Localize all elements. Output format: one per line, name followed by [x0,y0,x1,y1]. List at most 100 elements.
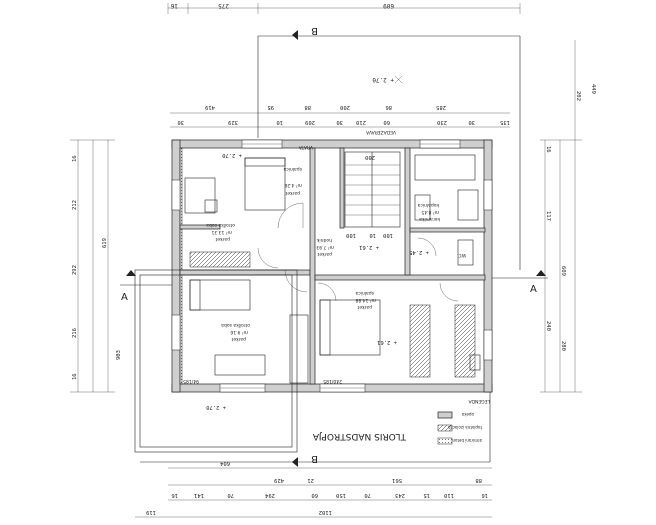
svg-text:216: 216 [72,328,78,338]
svg-text:60: 60 [383,119,390,125]
room2-name: spalnica [283,166,302,172]
svg-text:m² 9.16: m² 9.16 [230,329,248,335]
svg-text:280: 280 [560,341,566,351]
svg-text:parket: parket [317,251,332,257]
left-dimension-lines: 16 212 292 216 16 619 903 [70,139,122,393]
svg-text:209: 209 [305,119,315,125]
svg-text:240: 240 [545,321,551,331]
svg-text:60: 60 [311,492,318,498]
svg-text:30: 30 [468,119,475,125]
section-marker-b-bottom: B [140,392,491,467]
svg-text:100: 100 [346,232,356,238]
svg-text:292: 292 [72,265,78,275]
room4-name: otroška soba [221,322,250,329]
svg-text:609: 609 [560,266,566,276]
svg-text:70: 70 [227,492,234,498]
svg-text:parket: parket [285,190,300,196]
svg-text:212: 212 [72,200,78,210]
top-dims-row1: 30 329 10 209 30 210 60 230 30 135 [177,119,510,125]
top-dim-609: 609 [383,2,394,9]
legend-item-3: armirani beton [452,438,482,443]
svg-text:m² 4.28: m² 4.28 [284,182,302,188]
level-markers: + 2.45 + 2.61 + 2.61 + 2.70 + 2.70 [206,152,429,410]
room1-name: otroška soba [206,222,235,229]
bottom-dims-row2: 604 429 21 561 88 [219,460,482,483]
drawing-title: TLORIS NADSTROPJA [312,431,407,441]
top-dim-16: 16 [170,2,178,9]
svg-text:WC: WC [458,252,466,258]
section-marker-b-top: B + 2.70 [257,25,521,270]
svg-text:m² 7.93: m² 7.93 [316,244,334,250]
svg-text:+ 2.70: + 2.70 [206,404,226,410]
svg-text:150: 150 [336,492,346,498]
svg-text:16: 16 [72,155,78,162]
legend: LEGENDA opeka toplotna izolacija armiran… [437,398,490,445]
svg-text:110: 110 [444,492,454,498]
svg-text:294: 294 [264,492,275,498]
svg-text:16: 16 [481,492,488,498]
section-label-a-right: A [530,284,537,295]
staircase: 200 100 10 100 [344,151,401,238]
furniture [184,154,481,384]
svg-text:117: 117 [545,211,551,221]
svg-text:16: 16 [171,492,178,498]
svg-text:parket: parket [215,236,230,242]
svg-text:30: 30 [336,119,343,125]
svg-text:70: 70 [364,492,371,498]
svg-text:135: 135 [500,119,510,125]
section-label-b: B [311,25,318,36]
svg-text:parket: parket [357,304,372,310]
bottom-dimension-lines [135,467,492,518]
legend-item-1: opeka [461,412,474,417]
svg-text:903: 903 [116,350,122,360]
svg-text:88: 88 [475,477,482,483]
svg-text:+ 2.45: + 2.45 [409,249,429,255]
right-dimension-lines: 16 117 240 609 280 202 449 [540,40,596,393]
svg-text:keramika: keramika [419,216,440,222]
svg-text:21: 21 [307,477,314,483]
svg-text:94/185: 94/185 [183,378,199,384]
svg-text:604: 604 [219,460,230,466]
door-swings [257,202,459,302]
svg-text:15: 15 [423,492,430,498]
svg-text:202: 202 [575,91,581,101]
svg-text:119: 119 [146,509,156,515]
svg-text:243: 243 [395,492,405,498]
svg-text:200: 200 [340,104,350,110]
svg-text:240/185: 240/185 [323,378,342,384]
legend-title: LEGENDA [468,398,490,404]
svg-text:285: 285 [436,104,446,110]
bottom-dims-row1: 16 141 70 294 60 150 70 243 15 110 16 [171,492,488,498]
wardrobes [189,251,476,378]
svg-text:16: 16 [72,373,78,380]
room5-name: spalnica [355,290,374,296]
svg-text:230: 230 [437,119,447,125]
svg-text:86: 86 [385,104,392,110]
misc-labels: VEDAZERAVA 94/185 240/185 VRATA WC [183,129,466,384]
svg-text:+ 2.61: + 2.61 [359,244,379,250]
section-label-b-bottom: B [311,453,318,464]
svg-text:141: 141 [194,492,204,498]
bottom-overall-dims: 119 1102 [146,509,332,515]
hall-name: hodnik [316,237,332,243]
section-marker-a: A A [120,270,548,303]
svg-text:+ 2.70: + 2.70 [222,152,242,158]
svg-text:16: 16 [545,146,551,153]
terrace-outline [134,269,298,453]
svg-text:+ 2.70: + 2.70 [372,76,394,83]
svg-text:VRATA: VRATA [298,144,313,150]
top-dims-row2: 419 95 88 200 86 285 [205,104,446,110]
top-dim-275: 275 [218,2,229,9]
svg-text:10: 10 [276,119,283,125]
svg-text:429: 429 [274,477,284,483]
svg-text:200: 200 [365,154,375,160]
svg-text:100: 100 [383,232,393,238]
svg-text:561: 561 [392,477,402,483]
svg-text:30: 30 [177,119,184,125]
svg-text:m² 14.88: m² 14.88 [355,297,376,303]
svg-text:parket: parket [231,336,246,342]
svg-text:619: 619 [102,238,108,248]
svg-text:449: 449 [590,84,596,94]
interior-walls [179,147,486,385]
